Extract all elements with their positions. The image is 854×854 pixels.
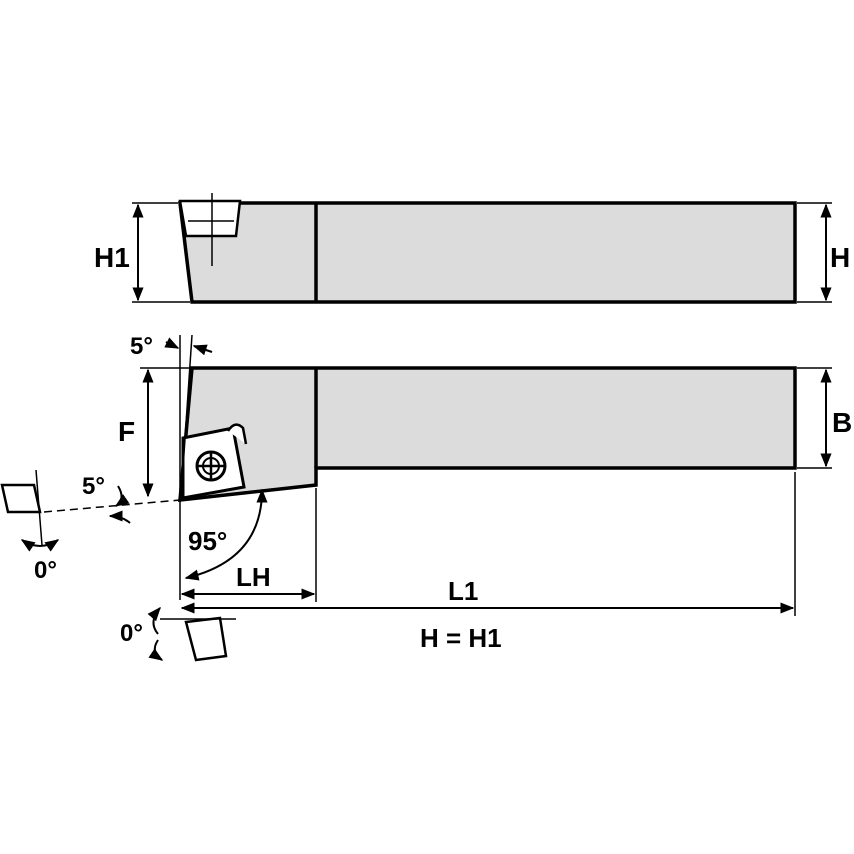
lh-label: LH	[236, 562, 271, 592]
l1-label: L1	[448, 576, 478, 606]
lh-dimension	[180, 488, 317, 602]
side-view: H1 H	[94, 193, 850, 304]
rake-left-label: 0°	[34, 557, 57, 584]
f-label: F	[118, 416, 135, 447]
h1-dimension	[132, 202, 190, 303]
h-side-label: H	[830, 242, 850, 273]
side-clearance-angle	[43, 485, 181, 524]
bottom-rake-view	[147, 606, 236, 662]
l1-dimension	[180, 472, 796, 616]
b-label: B	[832, 407, 852, 438]
top-view-shank	[178, 366, 797, 502]
equation-label: H = H1	[420, 623, 502, 653]
h-dimension	[797, 202, 832, 303]
lead-angle	[179, 488, 268, 600]
side-view-shank	[178, 201, 797, 304]
f-dimension	[140, 367, 190, 498]
top-view: F B 5° 5° 0°	[0, 333, 852, 662]
insert	[181, 423, 248, 500]
b-dimension	[797, 367, 832, 469]
clearance-side-label: 5°	[82, 473, 105, 500]
h1-side-label: H1	[94, 242, 130, 273]
side-view-insert	[178, 193, 242, 266]
top-clearance-angle	[164, 334, 213, 499]
left-rake-view	[0, 469, 60, 552]
rake-bottom-label: 0°	[120, 620, 143, 647]
lead-angle-label: 95°	[188, 526, 227, 556]
clearance-top-label: 5°	[130, 333, 153, 360]
